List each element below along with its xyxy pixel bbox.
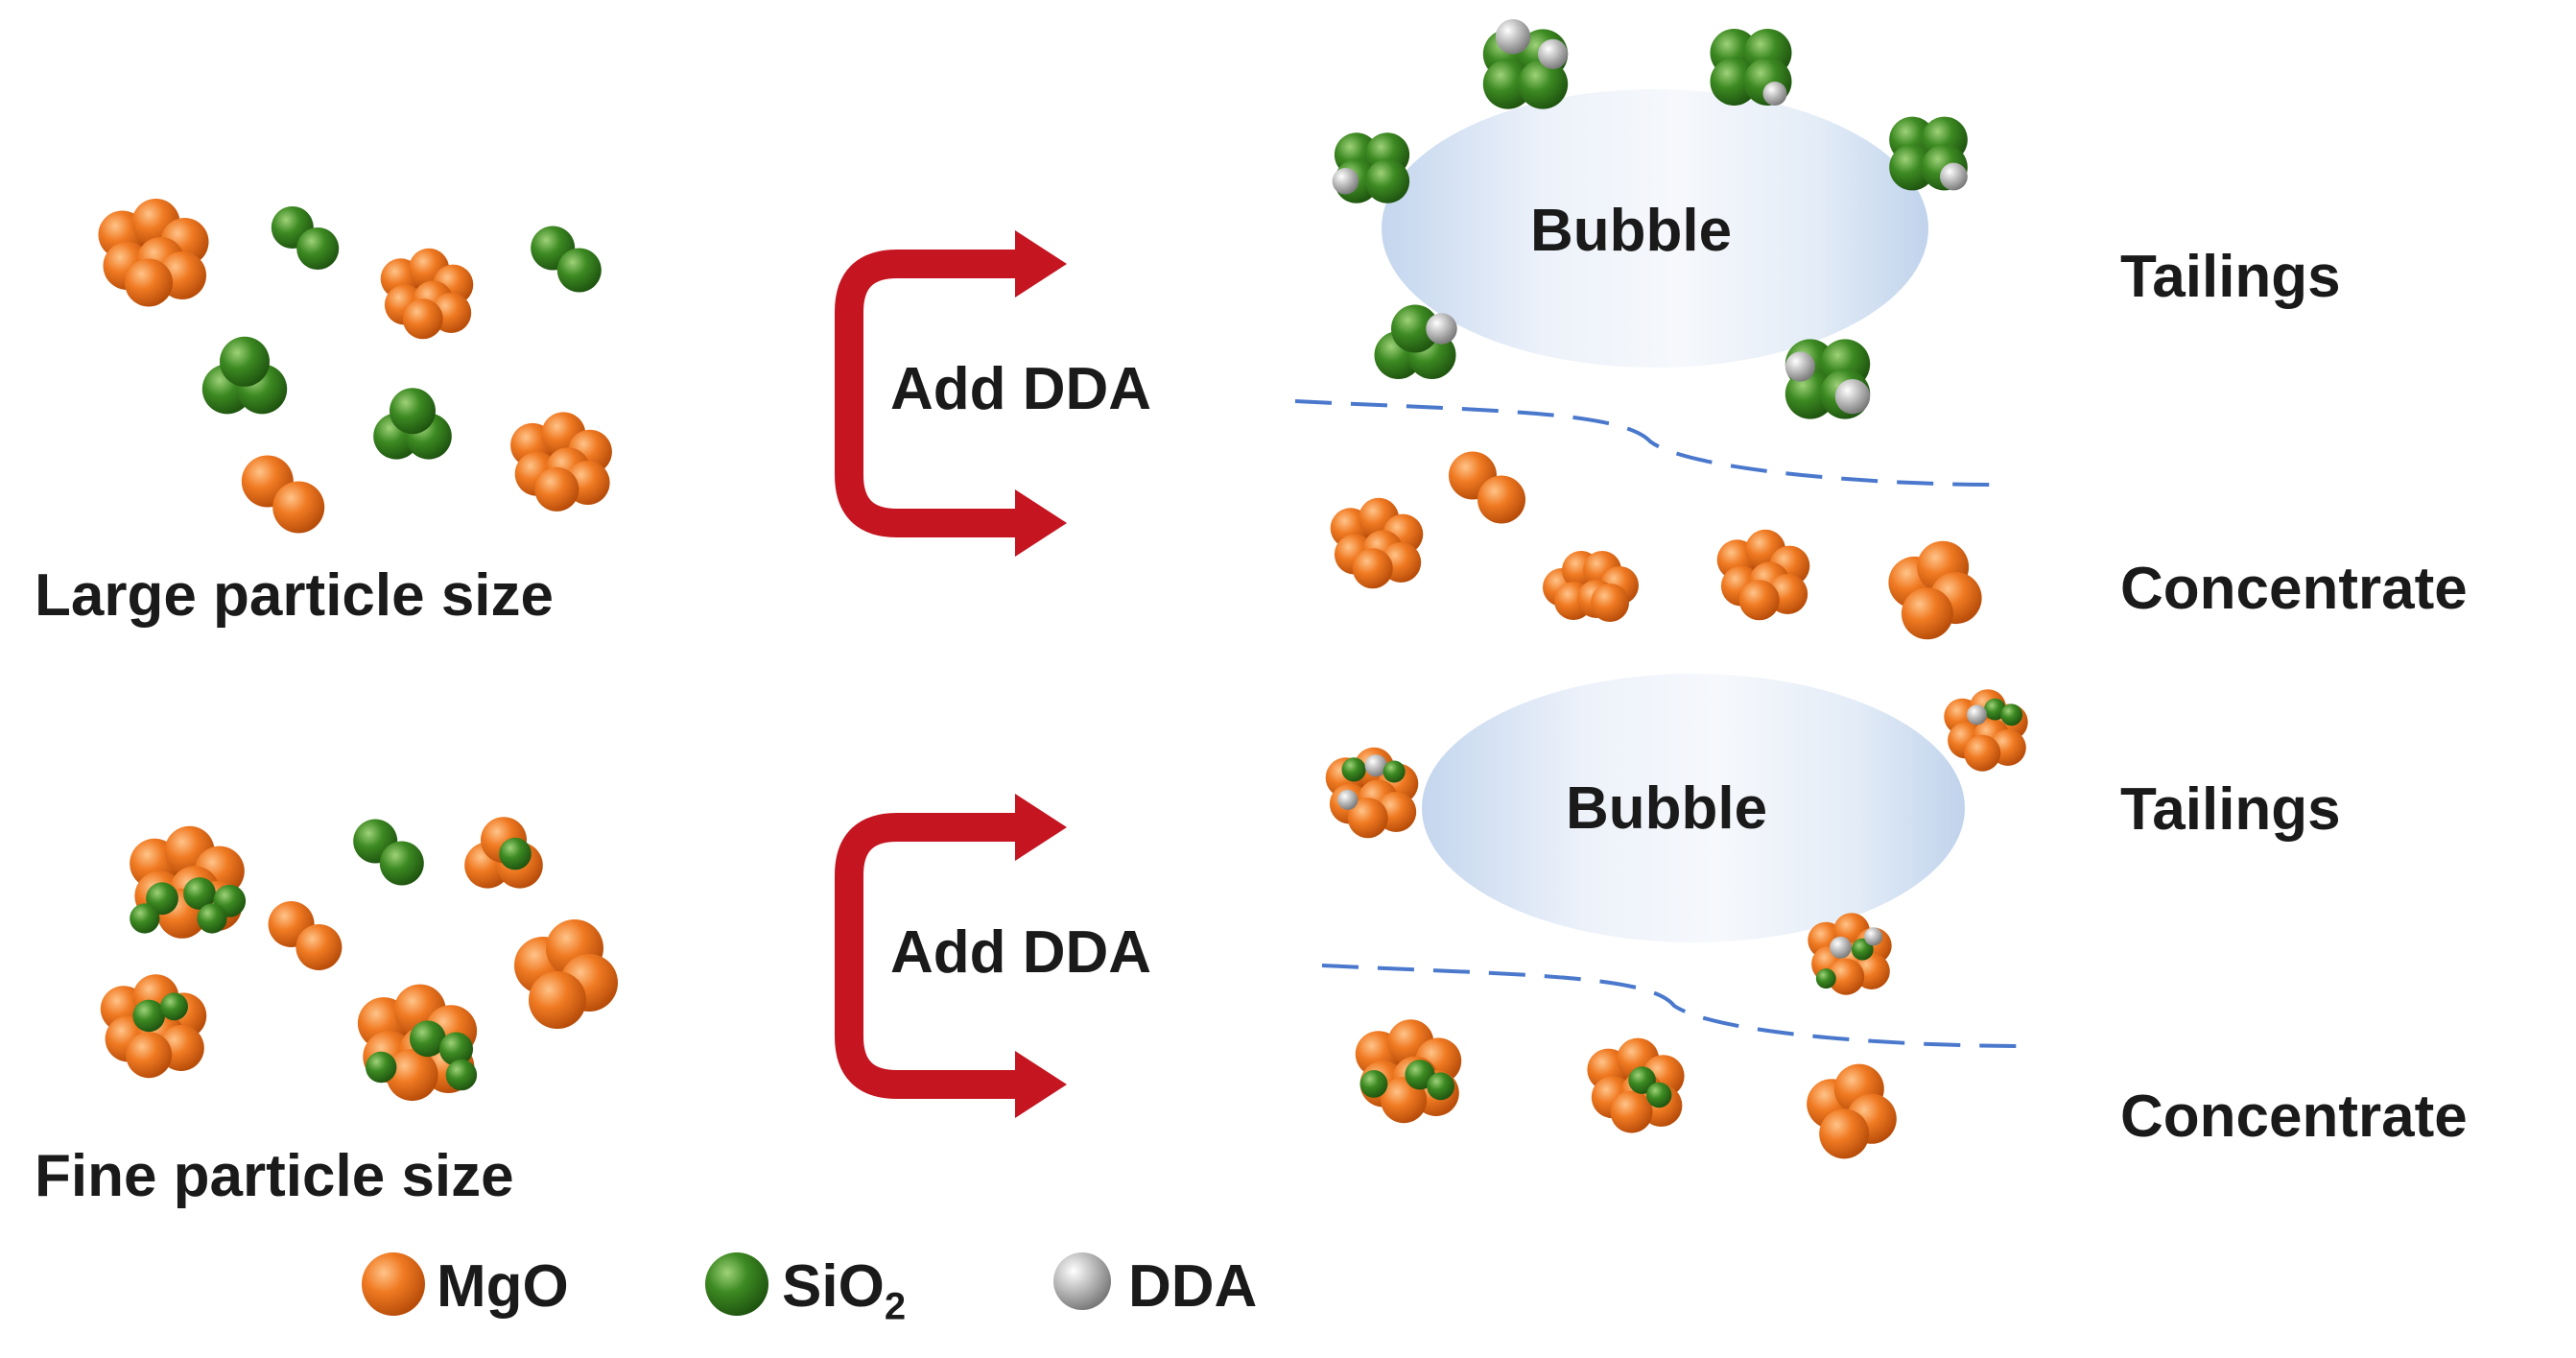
tailings-label-top: Tailings: [2120, 244, 2341, 310]
mgo-sio2-cluster: [464, 817, 543, 889]
mgo-sio2-dda-cluster: [1808, 913, 1892, 995]
legend-swatch-dda: [1053, 1252, 1111, 1310]
legend-label-sio2: SiO2: [782, 1253, 907, 1328]
mgo-sio2-cluster: [357, 984, 478, 1102]
legend-label-mgo: MgO: [437, 1253, 569, 1320]
fine-particle-size-label: Fine particle size: [35, 1143, 514, 1209]
mgo-sio2-cluster: [1355, 1019, 1462, 1124]
legend-swatch-sio2: [705, 1252, 768, 1316]
separator-line-top: [1294, 399, 1997, 487]
mgo-sio2-cluster: [130, 825, 247, 939]
mgo-sio2-cluster: [100, 974, 207, 1079]
large-particle-size-label: Large particle size: [35, 562, 555, 629]
mgo-cluster: [1716, 529, 1810, 621]
sio2-dda-cluster: [1482, 19, 1569, 109]
bubble-label-top: Bubble: [1530, 198, 1733, 264]
mgo-cluster: [1888, 540, 1982, 640]
sio2-cluster: [353, 819, 424, 886]
mgo-sio2-dda-cluster: [1944, 689, 2028, 772]
tailings-label-bottom: Tailings: [2120, 776, 2341, 843]
sio2-dda-cluster: [1784, 339, 1871, 419]
sio2-dda-cluster: [1374, 304, 1457, 379]
sio2-cluster: [271, 206, 340, 270]
mgo-cluster: [268, 901, 343, 970]
bubble-label-bottom: Bubble: [1566, 775, 1768, 842]
add-dda-label-bottom: Add DDA: [890, 919, 1152, 986]
sio2-cluster: [373, 388, 452, 460]
mgo-cluster: [98, 199, 209, 307]
particles: [98, 19, 2028, 1316]
mgo-cluster: [241, 455, 325, 534]
mgo-cluster: [1330, 497, 1424, 589]
mgo-cluster: [1807, 1063, 1897, 1159]
sio2-dda-cluster: [1710, 29, 1792, 106]
mgo-cluster: [514, 919, 618, 1029]
concentrate-label-bottom: Concentrate: [2120, 1084, 2468, 1150]
sio2-dda-cluster: [1332, 132, 1410, 203]
sio2-dda-cluster: [1889, 116, 1968, 191]
legend-swatch-mgo: [362, 1252, 425, 1316]
mgo-sio2-dda-cluster: [1325, 747, 1419, 839]
legend-label-dda: DDA: [1128, 1253, 1258, 1320]
add-dda-arrow-bottom: [835, 794, 1067, 1118]
add-dda-label-top: Add DDA: [890, 356, 1152, 422]
bubble-top: [1382, 89, 1928, 368]
bubble-bottom: [1422, 674, 1965, 942]
mgo-cluster: [1543, 551, 1639, 622]
mgo-cluster: [1449, 451, 1525, 524]
sio2-cluster: [201, 336, 288, 415]
mgo-cluster: [510, 412, 612, 512]
add-dda-arrow-top: [835, 230, 1067, 557]
mgo-sio2-cluster: [1587, 1037, 1685, 1133]
sio2-cluster: [531, 226, 602, 293]
separator-line-bottom: [1321, 964, 2025, 1048]
concentrate-label-top: Concentrate: [2120, 556, 2468, 622]
mgo-cluster: [380, 248, 474, 340]
